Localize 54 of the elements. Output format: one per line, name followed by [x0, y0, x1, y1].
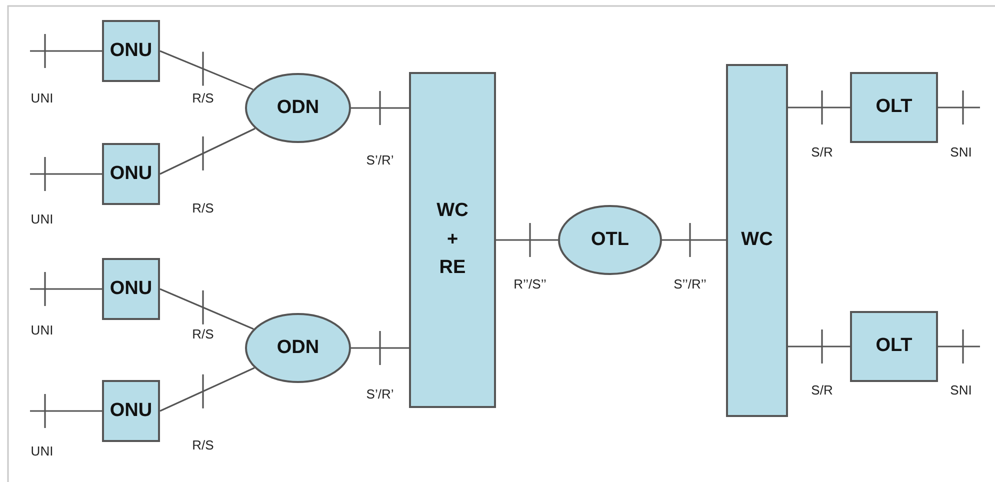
network-ellipse [245, 73, 351, 143]
connector-line [160, 50, 254, 90]
equipment-box [102, 20, 160, 82]
interface-label: UNI [30, 90, 54, 106]
connector-line [938, 346, 980, 348]
interface-label: S’’/R’’ [674, 276, 706, 292]
node-label: OLT [876, 334, 912, 358]
equipment-box [102, 143, 160, 205]
node-label: ODN [276, 336, 320, 360]
interface-label: UNI [30, 212, 54, 226]
node-label: WC + RE [436, 199, 470, 280]
connector-line [160, 367, 255, 412]
node-label: ONU [110, 162, 152, 186]
connector-line [30, 50, 102, 52]
connector-line [30, 288, 102, 290]
equipment-column [409, 72, 496, 408]
connector-line [788, 106, 850, 108]
interface-label: R’’/S’’ [514, 276, 546, 292]
equipment-column [726, 64, 788, 417]
node-label: OTL [591, 228, 629, 252]
interface-label: R/S [192, 90, 214, 106]
interface-label: R/S [192, 438, 214, 452]
connector-line [30, 173, 102, 175]
interface-label: SNI [950, 382, 972, 398]
connector-line [160, 288, 254, 330]
node-label: ODN [276, 96, 320, 120]
connector-line [351, 347, 409, 349]
equipment-box [102, 258, 160, 320]
connector-line [496, 239, 558, 241]
interface-label: R/S [192, 326, 214, 342]
interface-label: S/R [811, 144, 833, 160]
node-label: WC [740, 228, 774, 252]
interface-label: SNI [950, 144, 972, 160]
connector-line [160, 128, 256, 175]
interface-label: S’/R’ [366, 386, 394, 402]
equipment-box [850, 72, 938, 143]
network-ellipse [245, 313, 351, 383]
equipment-box [102, 380, 160, 442]
node-label: ONU [110, 38, 152, 63]
connector-line [788, 346, 850, 348]
equipment-box [850, 311, 938, 382]
connector-line [30, 410, 102, 412]
interface-label: R/S [192, 200, 214, 216]
connector-line [351, 107, 409, 109]
interface-label: UNI [30, 444, 54, 458]
node-label: ONU [110, 276, 152, 301]
node-label: ONU [110, 398, 152, 423]
interface-label: S/R [811, 382, 833, 398]
network-ellipse [558, 205, 662, 275]
connector-line [662, 239, 726, 241]
connector-line [938, 106, 980, 108]
node-label: OLT [876, 95, 912, 120]
interface-label: UNI [30, 322, 54, 338]
interface-label: S’/R’ [366, 152, 394, 168]
